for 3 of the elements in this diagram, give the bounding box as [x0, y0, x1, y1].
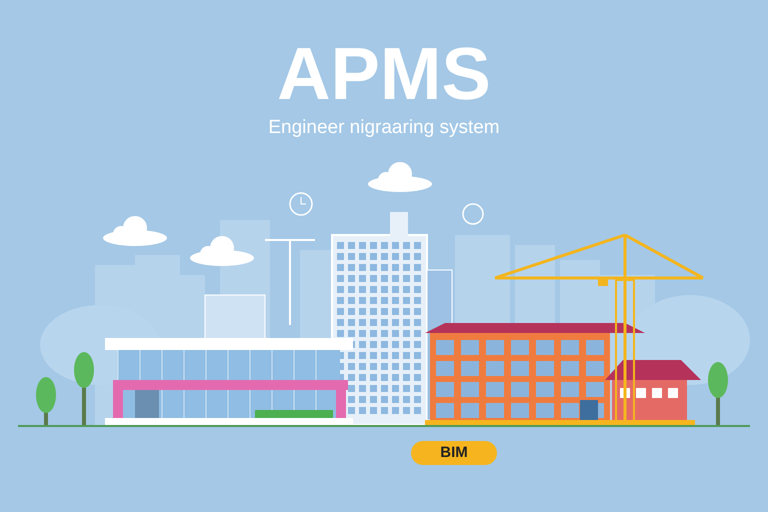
- tag-label: BIM: [411, 441, 497, 465]
- subtitle: Engineer nigraaring system: [267, 116, 501, 140]
- title: APMS: [276, 34, 492, 114]
